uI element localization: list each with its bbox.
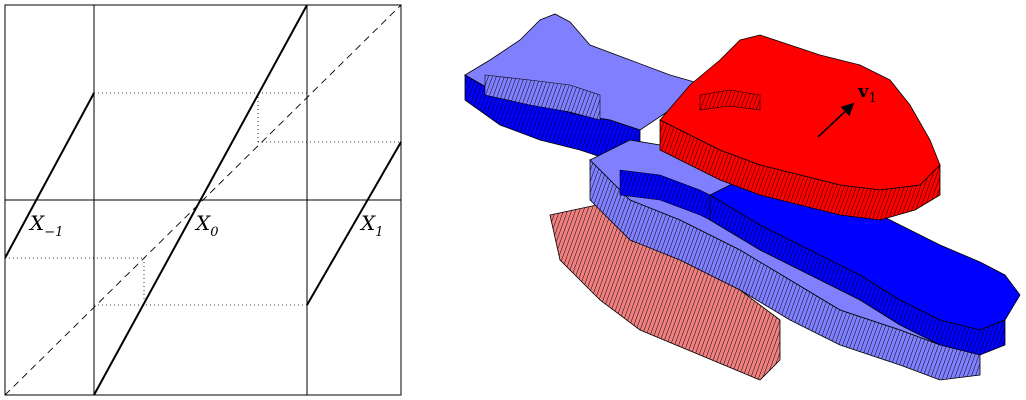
- layer-red-inner-notch: [699, 89, 761, 111]
- lift-segment-left: [4, 92, 95, 259]
- vector-label-v1: v1: [857, 81, 877, 106]
- upper-dotted-guides: [94, 92, 401, 143]
- layer-dark-blue-right-side: [709, 194, 1006, 356]
- layer-red-side: [659, 119, 941, 221]
- lift-segment-middle: [93, 4, 308, 396]
- lift-segment-right: [306, 141, 402, 306]
- stacked-layers-3d-diagram: v1: [464, 13, 1021, 381]
- label-x-minus-1: X−1: [28, 211, 63, 240]
- label-x-1: X1: [359, 211, 384, 240]
- identity-dashed-line: [4, 4, 402, 396]
- circle-map-lift-diagram: X−1 X0 X1: [4, 4, 402, 396]
- layer-light-blue-middle-side: [589, 159, 981, 381]
- vector-arrow: [817, 102, 855, 138]
- label-x-0: X0: [194, 211, 219, 240]
- layer-light-blue-top-left-side-upper: [484, 74, 601, 121]
